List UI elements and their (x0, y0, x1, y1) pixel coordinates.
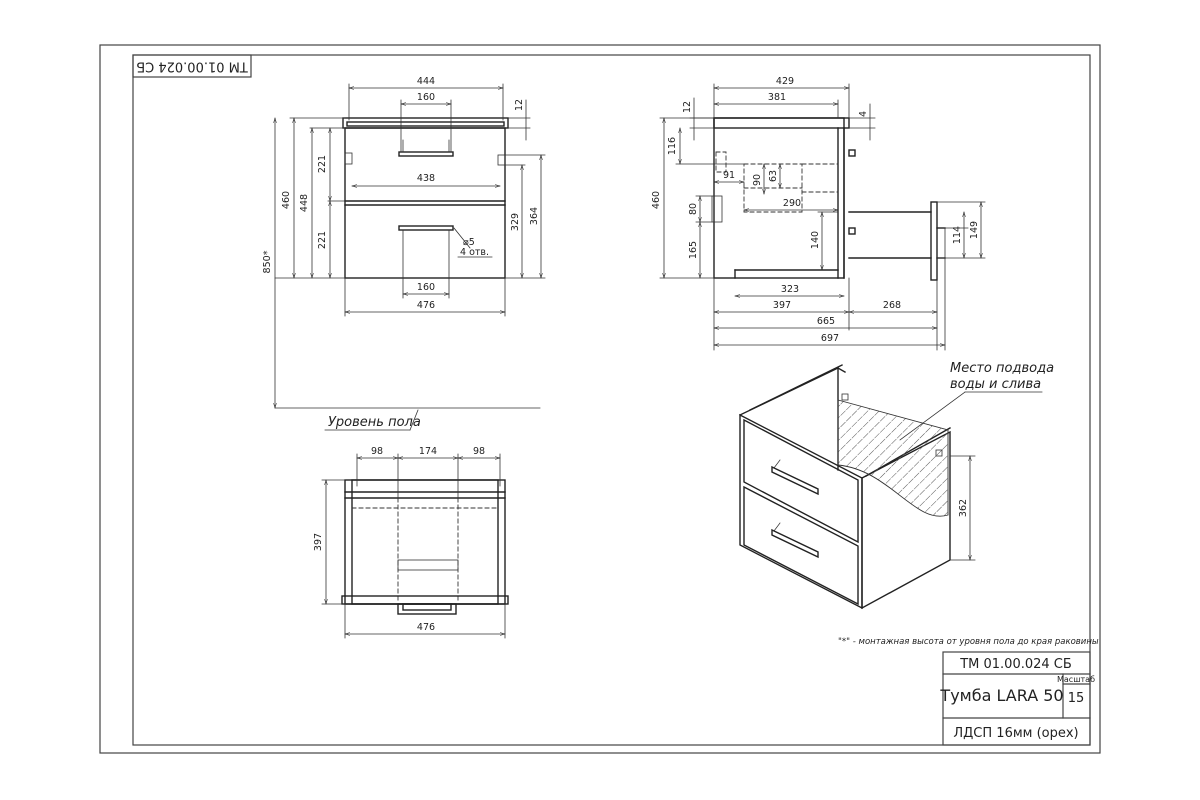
title-code: ТМ 01.00.024 СБ (959, 657, 1072, 672)
dim-side-12: 12 (682, 101, 693, 113)
dim-front-448: 448 (299, 194, 310, 212)
dim-side-697: 697 (821, 333, 839, 344)
dim-side-90: 90 (752, 174, 763, 186)
dim-top-476: 476 (417, 622, 435, 633)
dim-side-460: 460 (651, 191, 662, 209)
dim-side-140: 140 (810, 231, 821, 249)
dim-side-323: 323 (781, 284, 799, 295)
iso-view: 362 Место подвода воды и слива (739, 361, 1054, 610)
dim-front-221-upper: 221 (317, 155, 328, 173)
dim-front-160-top: 160 (417, 92, 435, 103)
dim-front-12: 12 (514, 99, 525, 111)
water-connection-area (837, 399, 949, 517)
title-block: ТМ 01.00.024 СБ Тумба LARA 50 Масштаб 15… (939, 651, 1095, 746)
floor-level-label: Уровень пола (328, 415, 421, 430)
dim-side-91: 91 (723, 170, 735, 181)
dim-front-160-bottom: 160 (417, 282, 435, 293)
dim-front-364: 364 (529, 207, 540, 225)
dim-side-4: 4 (858, 111, 869, 117)
dim-side-397: 397 (773, 300, 791, 311)
mirrored-code-box: ТМ 01.00.024 СБ (132, 54, 252, 78)
hole-diameter-label: ⌀5 (463, 237, 475, 248)
dim-side-116: 116 (667, 137, 678, 155)
front-view: 444 160 12 438 160 476 221 221 448 (262, 76, 546, 431)
footnote: "*" - монтажная высота от уровня пола до… (838, 637, 1099, 647)
holes-count-label: 4 отв. (460, 247, 489, 258)
dim-side-268: 268 (883, 300, 901, 311)
title-name: Тумба LARA 50 (939, 686, 1063, 705)
dim-side-381: 381 (768, 92, 786, 103)
water-connection-label-2: воды и слива (950, 377, 1041, 392)
dim-front-850: 850* (262, 250, 273, 273)
water-connection-label-1: Место подвода (950, 361, 1054, 376)
dim-top-174: 174 (419, 446, 437, 457)
dim-iso-362: 362 (958, 499, 969, 517)
dim-side-165: 165 (688, 241, 699, 259)
material: ЛДСП 16мм (орех) (953, 726, 1078, 741)
dim-front-460: 460 (281, 191, 292, 209)
dim-side-429: 429 (776, 76, 794, 87)
dim-front-476: 476 (417, 300, 435, 311)
outer-frame (99, 44, 1101, 754)
side-view: 429 381 12 4 116 460 91 90 63 290 (651, 76, 986, 351)
dim-side-80: 80 (688, 203, 699, 215)
dim-side-290: 290 (783, 198, 801, 209)
mirrored-code-text: ТМ 01.00.024 СБ (136, 59, 249, 74)
dim-front-221-lower: 221 (317, 231, 328, 249)
dim-top-98-right: 98 (473, 446, 485, 457)
scale-label: Масштаб (1057, 675, 1095, 684)
inner-frame (132, 54, 1091, 746)
dim-front-438: 438 (417, 173, 435, 184)
dim-top-98-left: 98 (371, 446, 383, 457)
top-view: 98 174 98 397 476 (313, 446, 509, 639)
dim-side-149: 149 (969, 221, 980, 239)
dim-side-114: 114 (952, 226, 963, 244)
dim-front-444: 444 (417, 76, 435, 87)
dim-front-329: 329 (510, 213, 521, 231)
dim-top-397: 397 (313, 533, 324, 551)
dim-side-665: 665 (817, 316, 835, 327)
dim-side-63: 63 (768, 170, 779, 182)
scale-value: 15 (1068, 691, 1085, 706)
